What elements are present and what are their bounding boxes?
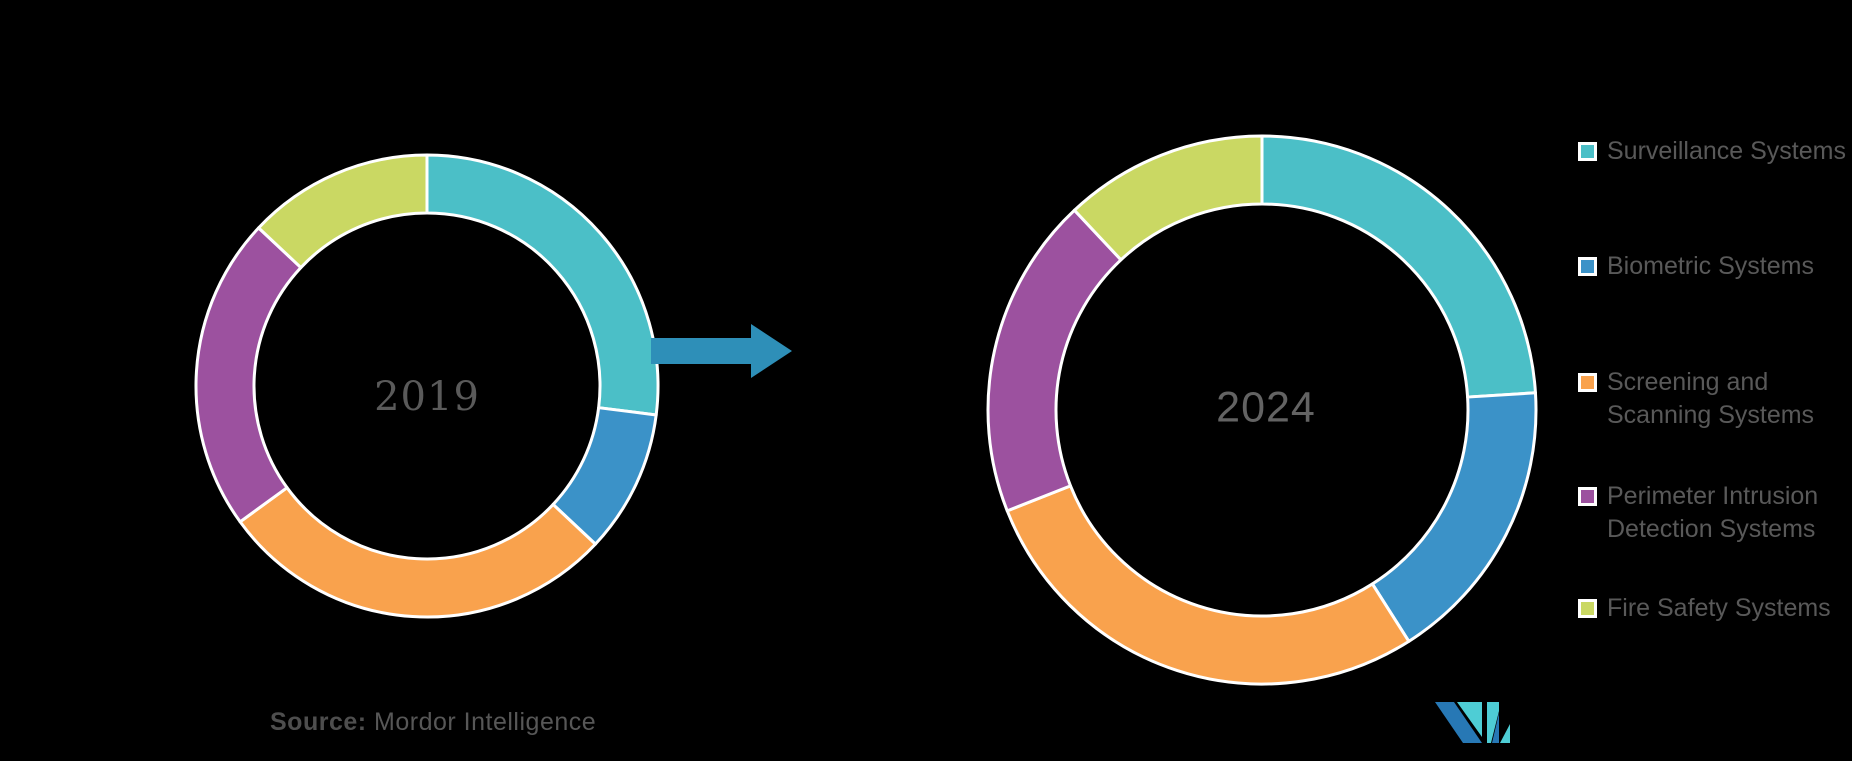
donut-segment xyxy=(1260,134,1537,399)
legend-label: Biometric Systems xyxy=(1607,252,1814,280)
legend-label: Screening and Scanning Systems xyxy=(1607,368,1815,429)
donut-segment xyxy=(1370,391,1538,643)
donut-chart-2019 xyxy=(194,153,660,619)
donut-segment xyxy=(1005,484,1411,686)
legend-item-biometric-systems: Biometric Systems xyxy=(1578,250,1814,283)
screening-scanning-systems-swatch xyxy=(1578,373,1597,392)
donut-2024-center-label: 2024 xyxy=(1216,383,1316,432)
donut-segment xyxy=(257,153,429,270)
legend-label: Surveillance Systems xyxy=(1607,137,1846,165)
donut-segment xyxy=(238,486,597,619)
legend-label: Perimeter Intrusion Detection Systems xyxy=(1607,482,1819,543)
fire-safety-systems-swatch xyxy=(1578,599,1597,618)
legend-item-screening-scanning-systems: Screening and Scanning Systems xyxy=(1578,366,1846,432)
donut-segment xyxy=(1072,134,1264,262)
mordor-intelligence-logo-icon xyxy=(1435,701,1511,749)
source-text: Mordor Intelligence xyxy=(366,708,597,736)
growth-arrow-icon xyxy=(651,324,793,384)
donut-chart-2024 xyxy=(986,134,1538,686)
perimeter-intrusion-detection-systems-swatch xyxy=(1578,487,1597,506)
legend-item-perimeter-intrusion-detection-systems: Perimeter Intrusion Detection Systems xyxy=(1578,480,1846,546)
source-attribution: Source: Mordor Intelligence xyxy=(270,708,596,737)
donut-segment xyxy=(194,226,303,524)
donut-segment xyxy=(986,208,1123,513)
donut-2019-center-label: 2019 xyxy=(374,374,480,420)
surveillance-systems-swatch xyxy=(1578,142,1597,161)
legend-item-surveillance-systems: Surveillance Systems xyxy=(1578,135,1846,168)
legend-label: Fire Safety Systems xyxy=(1607,594,1831,622)
source-label: Source: xyxy=(270,708,367,736)
biometric-systems-swatch xyxy=(1578,257,1597,276)
legend-item-fire-safety-systems: Fire Safety Systems xyxy=(1578,592,1831,625)
